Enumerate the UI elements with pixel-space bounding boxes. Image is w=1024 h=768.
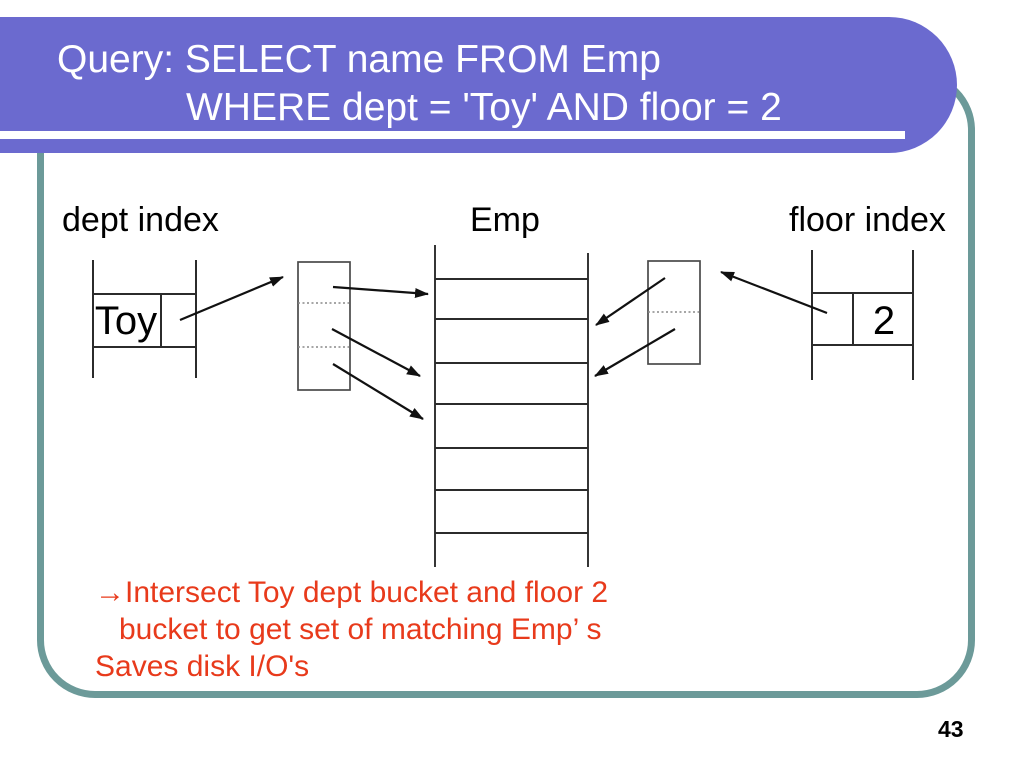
floor-key-cell-value: 2 bbox=[873, 299, 895, 343]
arrow-dept-cell-to-bucket bbox=[179, 275, 284, 322]
emp-table bbox=[434, 245, 589, 567]
arrow-dept-bucket-to-emp-2 bbox=[331, 328, 421, 377]
arrow-dept-bucket-to-emp-3 bbox=[332, 363, 424, 420]
title-underline bbox=[0, 131, 905, 139]
label-emp-table: Emp bbox=[470, 201, 540, 239]
page-number: 43 bbox=[938, 716, 964, 742]
label-floor-index: floor index bbox=[789, 201, 946, 239]
note-line-3: Saves disk I/O's bbox=[95, 650, 310, 683]
label-dept-index: dept index bbox=[62, 201, 219, 239]
arrow-floor-cell-to-bucket bbox=[720, 270, 828, 315]
title-line-1: Query: SELECT name FROM Emp bbox=[57, 38, 661, 81]
floor-bucket bbox=[647, 260, 701, 365]
title-line-2: WHERE dept = 'Toy' AND floor = 2 bbox=[186, 86, 782, 129]
note-line-2: bucket to get set of matching Emp’ s bbox=[119, 613, 602, 646]
title-banner: Query: SELECT name FROM Emp WHERE dept =… bbox=[0, 17, 957, 153]
pointer-arrows bbox=[179, 270, 828, 420]
annotation-notes: →Intersect Toy dept bucket and floor 2 b… bbox=[95, 574, 608, 685]
slide-title: Query: SELECT name FROM Emp WHERE dept =… bbox=[57, 36, 782, 132]
dept-bucket bbox=[297, 261, 351, 391]
dept-index-structure bbox=[92, 260, 197, 378]
arrow-floor-bucket-to-emp-2 bbox=[594, 328, 676, 377]
note-line-1: →Intersect Toy dept bucket and floor 2 bbox=[95, 576, 609, 609]
arrow-dept-bucket-to-emp-1 bbox=[332, 285, 429, 299]
dept-key-cell-value: Toy bbox=[95, 299, 157, 343]
floor-index-structure bbox=[811, 250, 914, 380]
arrow-floor-bucket-to-emp-1 bbox=[595, 277, 666, 326]
